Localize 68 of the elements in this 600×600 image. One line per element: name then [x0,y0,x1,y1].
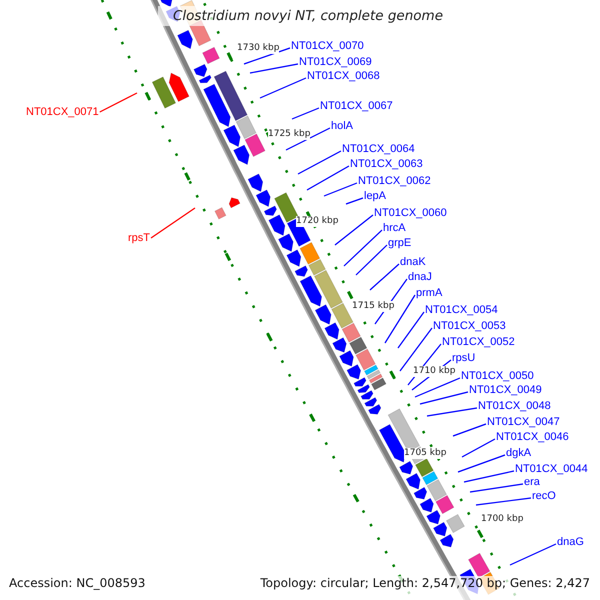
gene-label: NT01CX_0071 [26,105,99,119]
gene-label: NT01CX_0046 [496,430,569,444]
gene-label: NT01CX_0060 [374,206,447,220]
gene-label: lepA [364,189,386,203]
leader-line [398,312,424,348]
leader-line [286,127,330,151]
leader-line [400,328,432,372]
leader-line [346,197,364,205]
gene-label: NT01CX_0049 [469,383,542,397]
gene-label: dnaG [557,535,584,549]
position-label: 1700 kbp [481,514,524,525]
leader-line [292,107,320,120]
leader-line [464,470,514,483]
gene-label: NT01CX_0047 [487,415,560,429]
position-label: 1705 kbp [404,448,446,459]
leader-line [462,438,496,458]
leader-line [452,423,486,437]
leader-line [370,264,400,290]
leader-line [324,182,358,197]
leader-line [458,454,506,473]
gene-label: rpsU [452,351,476,365]
position-label: 1710 kbp [413,366,456,377]
gene-label: NT01CX_0048 [478,399,551,413]
gene-label: NT01CX_0044 [515,462,588,476]
leader-line [470,483,524,493]
gene-label: NT01CX_0070 [291,39,364,53]
position-label: 1730 kbp [237,43,280,54]
leader-line [244,47,290,65]
gene-label: NT01CX_0068 [307,69,380,83]
gene-label: recO [532,489,556,503]
gene-label: NT01CX_0069 [299,55,372,69]
gene-label: holA [331,119,354,133]
gene-label: era [524,475,540,489]
gene-label: prmA [416,286,442,300]
leader-line [426,407,478,417]
leader-line [150,208,196,238]
genome-stats-text: Topology: circular; Length: 2,547,720 bp; Genes: 2,427 [260,576,590,590]
leader-line [420,391,468,405]
gene-label: rpsT [128,231,150,245]
leader-line [250,63,298,74]
position-label: 1720 kbp [296,216,338,227]
leader-line [476,497,532,506]
gene-label: NT01CX_0063 [350,157,423,171]
gene-label: grpE [388,236,412,250]
gene-label: NT01CX_0050 [461,369,534,383]
gene-label: dnaK [400,255,426,269]
gene-label: NT01CX_0067 [320,99,393,113]
accession-text: Accession: NC_008593 [9,576,146,590]
leader-line [334,214,374,246]
leader-line [356,244,388,276]
gene-label: NT01CX_0053 [433,319,506,333]
gene-label: dnaJ [408,270,432,284]
leader-line [306,165,350,191]
leader-line [298,150,342,175]
gene-label: NT01CX_0062 [358,174,431,188]
gene-label: NT01CX_0054 [425,303,498,317]
leader-line [344,230,382,266]
gene-label: hrcA [383,221,406,235]
gene-label: dgkA [506,446,532,460]
leader-line [414,377,460,398]
leader-line [384,294,416,344]
leader-line [100,92,138,113]
position-label: 1715 kbp [352,301,394,312]
position-label: 1725 kbp [268,129,310,140]
gene-label: NT01CX_0064 [342,142,415,156]
gene-label: NT01CX_0052 [442,335,515,349]
leader-line [260,77,306,99]
leader-line [510,543,556,566]
